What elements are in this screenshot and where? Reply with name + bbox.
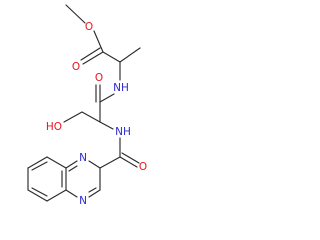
bond-ring-n4-c3-inner — [88, 187, 97, 193]
bond-benzo-c5-c4a — [46, 189, 67, 202]
bond-ring-n1-c8a — [65, 160, 78, 169]
bond-alpha-methyl — [119, 47, 141, 63]
bond-ring-c4a-n4 — [65, 189, 78, 198]
bond-carbonyl-o-double-a — [82, 51, 104, 65]
bond-ch2-oh — [63, 111, 83, 123]
atom-o-amide-lower: O — [139, 161, 147, 173]
bond-ring-n1-c8a-inner — [68, 165, 78, 172]
atom-o-amide-upper: O — [95, 72, 103, 84]
atom-o-ester-double: O — [72, 61, 80, 73]
bond-benzo-c8-c7 — [27, 156, 48, 169]
atom-nh-upper: NH — [113, 82, 129, 94]
bond-lower-co-b — [121, 152, 140, 164]
bond-serine-nh — [99, 121, 114, 130]
bond-serine-ch2 — [81, 111, 101, 123]
bond-lower-co-a — [119, 156, 138, 168]
atom-ho: HO — [46, 121, 62, 133]
bond-benzo-c6-c5 — [27, 189, 48, 202]
atom-labels: O O NH O HO NH O N N — [46, 21, 147, 207]
bond-ring-c2-n1 — [88, 160, 101, 169]
bond-carbonyl-alpha — [102, 51, 121, 63]
bond-nh-carbonyl — [99, 93, 115, 103]
molecule-structure: O O NH O HO NH O N N — [27, 4, 147, 207]
bond-o-carbonyl — [93, 30, 104, 53]
atom-n-ring-bottom: N — [79, 195, 87, 207]
bond-methyl-o — [65, 4, 86, 24]
atom-nh-lower: NH — [115, 126, 131, 138]
bond-benzo-c8a-c8 — [46, 156, 67, 169]
bond-carbonyl-o-double-b — [80, 47, 101, 61]
bonds — [27, 4, 141, 202]
atom-o-ester-single: O — [85, 21, 93, 33]
bond-benzo-c8-c7-inner — [31, 161, 48, 171]
bond-benzo-c6-c5-inner — [31, 187, 48, 197]
bond-ring-n4-c3 — [88, 189, 101, 198]
atom-n-ring-top: N — [79, 152, 87, 164]
bond-carbonyl-ring — [99, 156, 121, 169]
